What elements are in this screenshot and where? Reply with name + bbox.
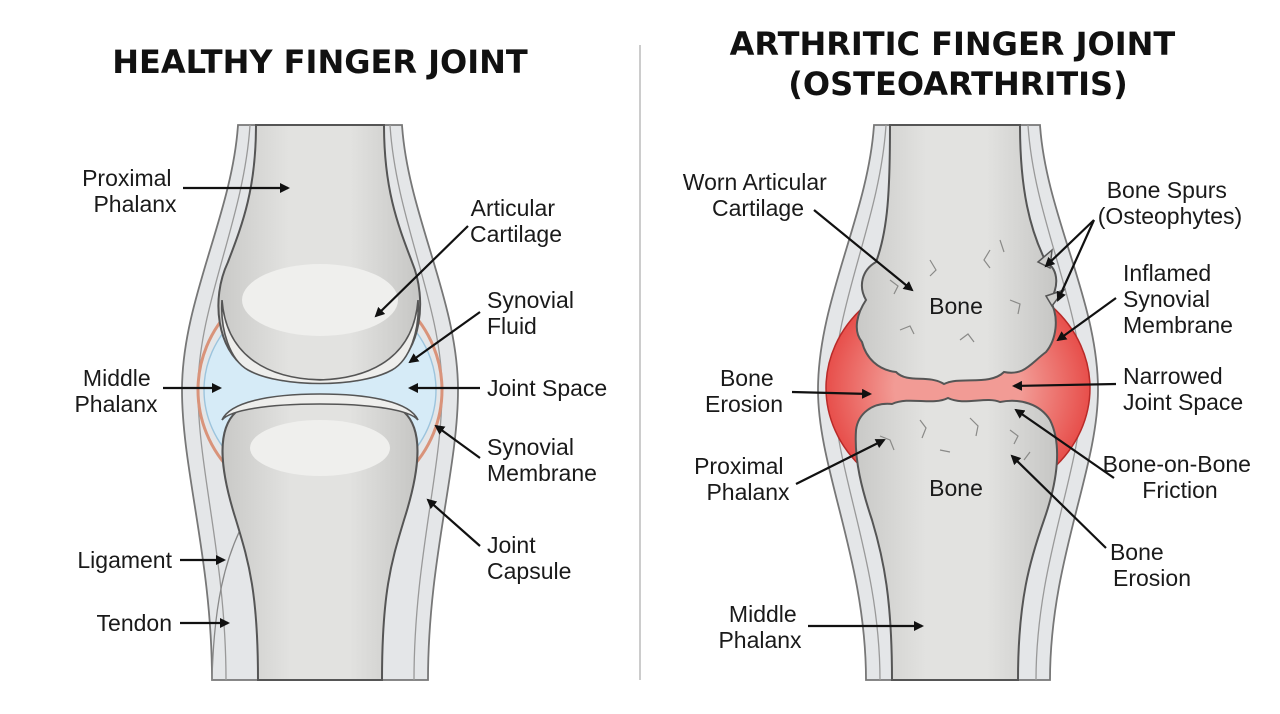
bone-label-upper: Bone bbox=[929, 293, 983, 319]
label-synovial-membrane: Synovial Membrane bbox=[487, 434, 597, 486]
label-middle-phalanx: Middle Phalanx bbox=[74, 365, 158, 417]
bone-label-lower: Bone bbox=[929, 475, 983, 501]
label-articular-cartilage: Articular Cartilage bbox=[470, 195, 562, 247]
label-bone-spurs: Bone Spurs (Osteophytes) bbox=[1098, 177, 1242, 229]
label-ligament: Ligament bbox=[77, 547, 172, 573]
label-synovial-fluid: Synovial Fluid bbox=[487, 287, 580, 339]
label-inflamed-membrane: Inflamed Synovial Membrane bbox=[1123, 260, 1233, 338]
healthy-bone-highlight bbox=[250, 420, 390, 476]
label-worn-cartilage: Worn Articular Cartilage bbox=[683, 169, 833, 221]
healthy-panel: HEALTHY FINGER JOINT Proximal Phalanx Ar… bbox=[74, 43, 607, 680]
label-middle-phalanx-arthritic: Middle Phalanx bbox=[718, 601, 803, 653]
label-bone-on-bone: Bone-on-Bone Friction bbox=[1103, 451, 1258, 503]
arthritic-panel: ARTHRITIC FINGER JOINT (OSTEOARTHRITIS) … bbox=[683, 25, 1258, 680]
arthritic-title: ARTHRITIC FINGER JOINT (OSTEOARTHRITIS) bbox=[730, 25, 1187, 103]
healthy-title: HEALTHY FINGER JOINT bbox=[112, 43, 528, 81]
label-bone-erosion-left: Bone Erosion bbox=[705, 365, 783, 417]
label-tendon: Tendon bbox=[97, 610, 172, 636]
label-bone-erosion-right: Bone Erosion bbox=[1110, 539, 1191, 591]
healthy-bone-highlight bbox=[242, 264, 398, 336]
label-narrowed-space: Narrowed Joint Space bbox=[1123, 363, 1243, 415]
label-proximal-phalanx-arthritic: Proximal Phalanx bbox=[694, 453, 790, 505]
label-proximal-phalanx: Proximal Phalanx bbox=[82, 165, 178, 217]
label-joint-capsule: Joint Capsule bbox=[487, 532, 571, 584]
label-joint-space: Joint Space bbox=[487, 375, 607, 401]
